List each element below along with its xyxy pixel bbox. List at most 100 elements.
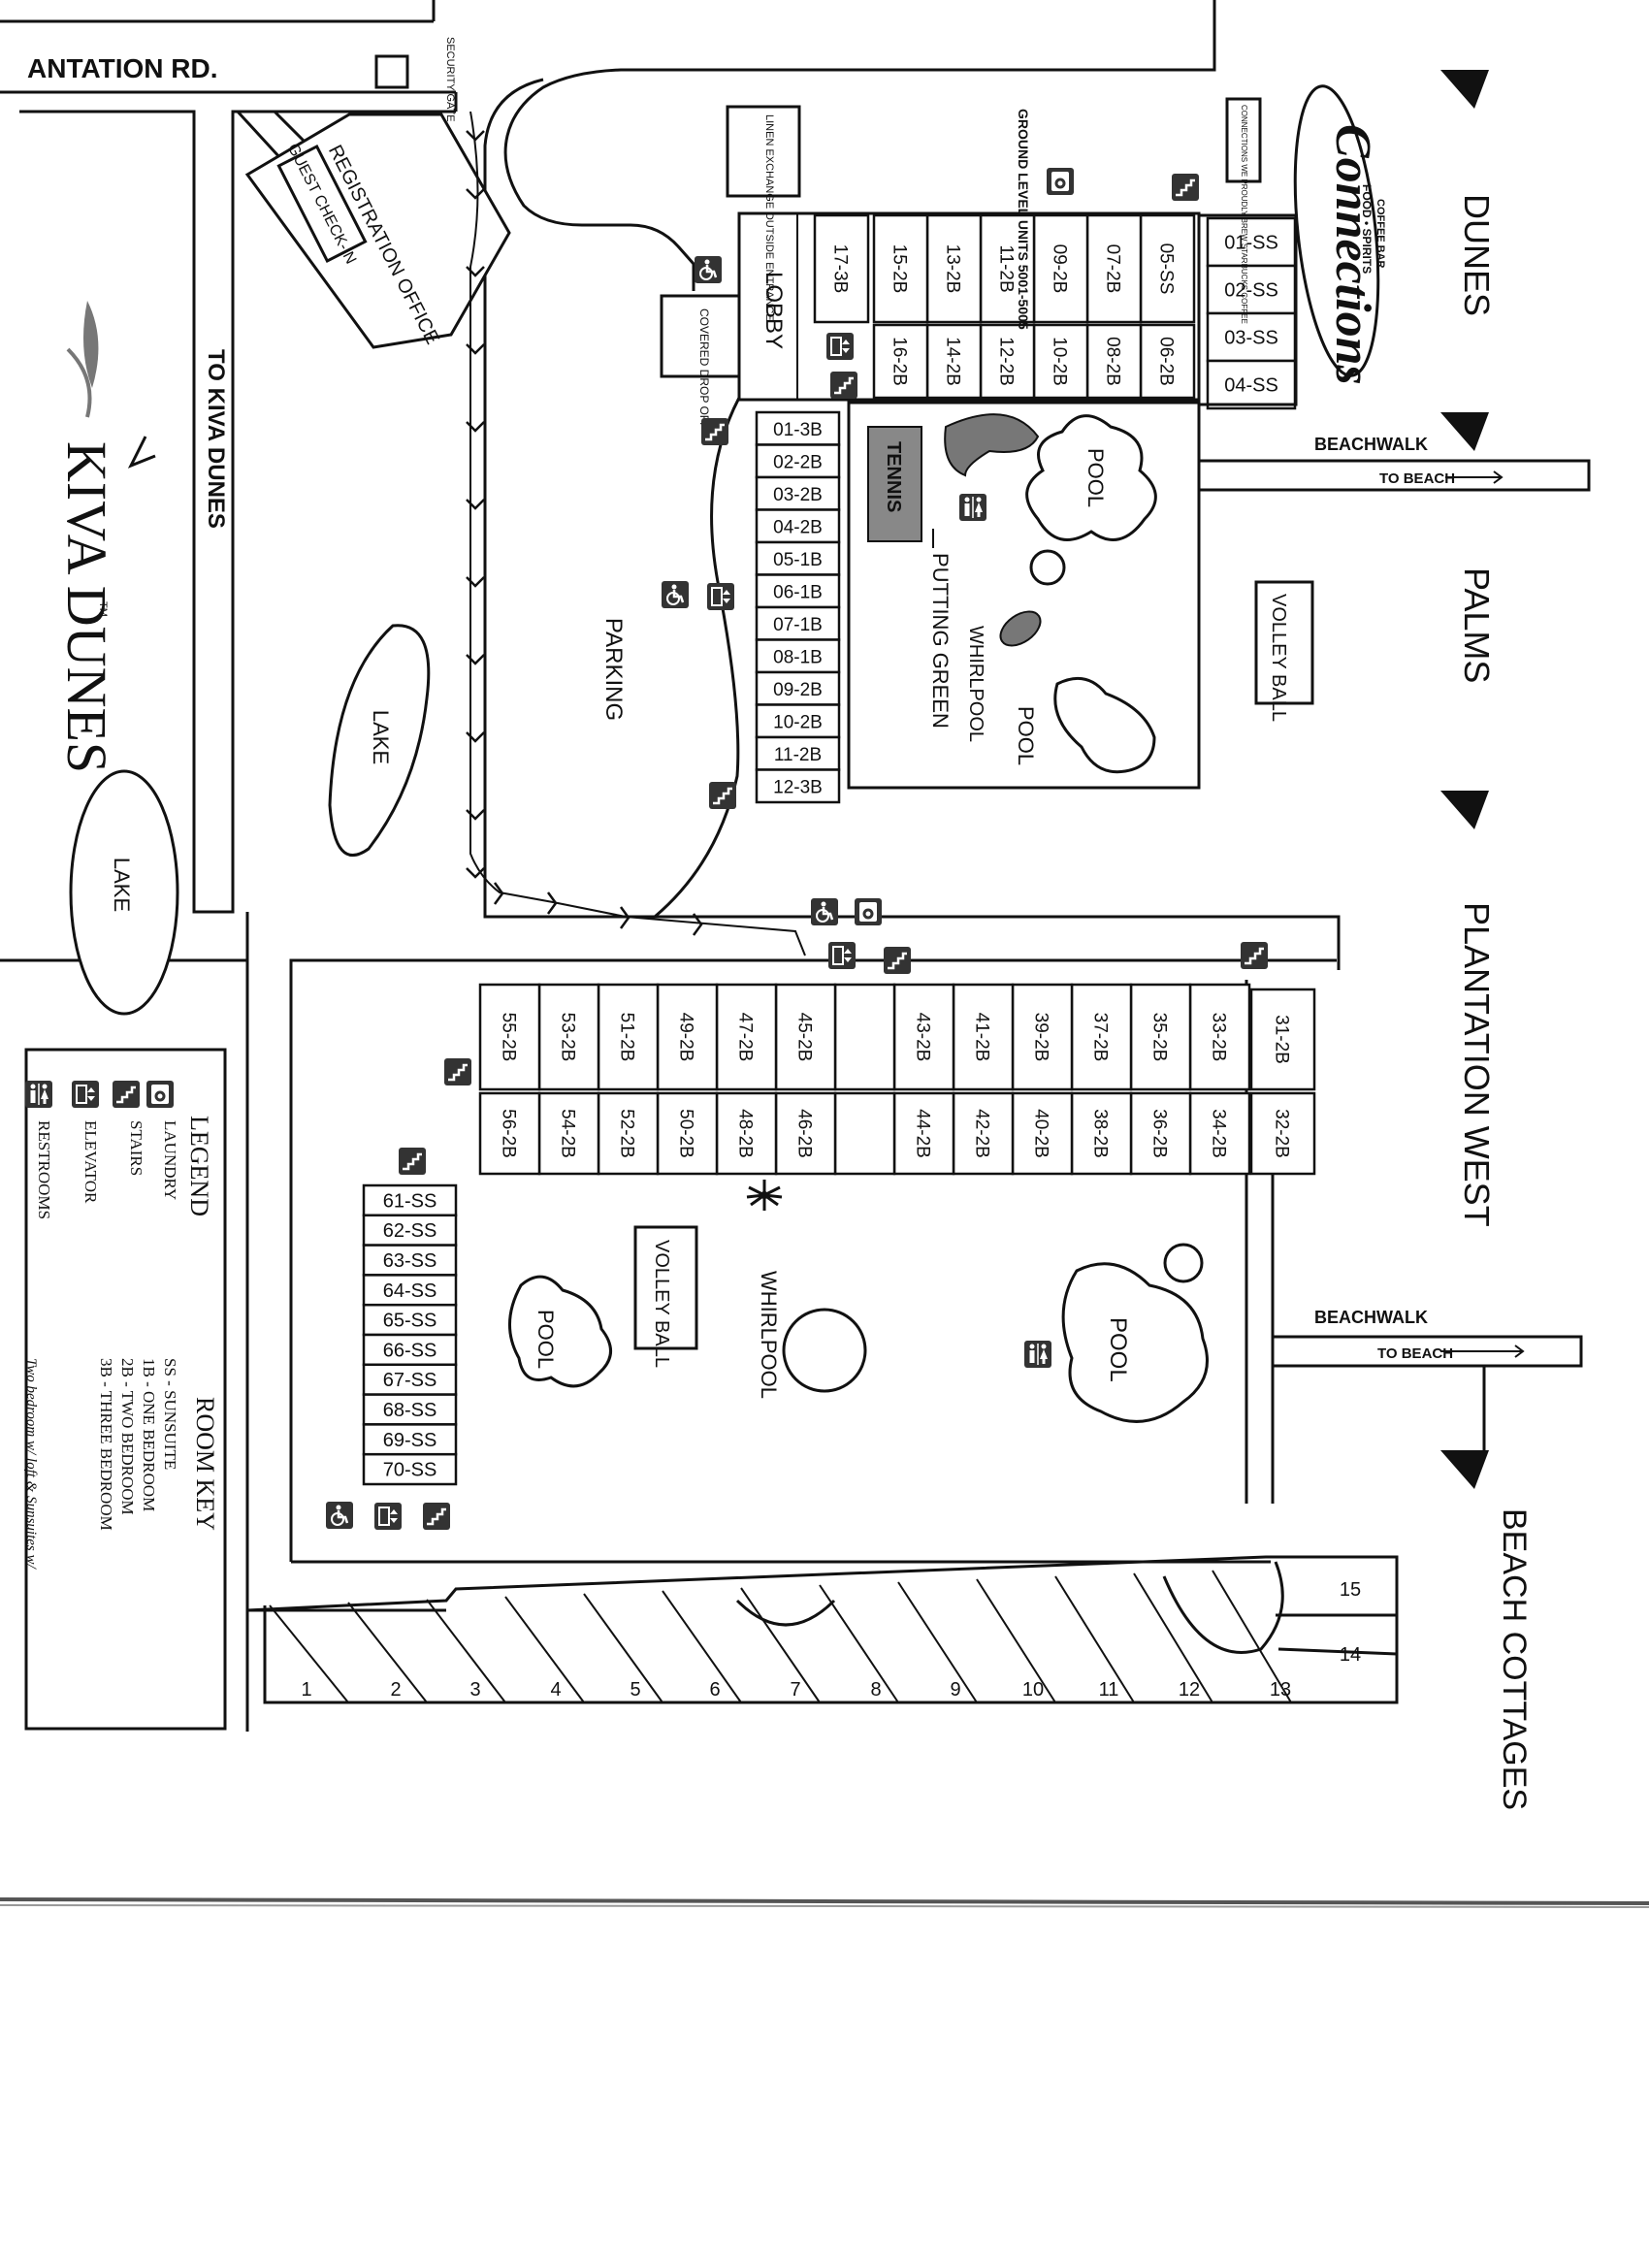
arrow-right-icon [1440, 1345, 1525, 1358]
unit-cell: 15-2B [872, 213, 929, 324]
cottage-number: 8 [870, 1679, 881, 1701]
unit-cell: 53-2B [537, 983, 600, 1091]
unit-cell: 44-2B [892, 1091, 955, 1176]
drive-inner [654, 397, 741, 919]
unit-cell: 66-SS [362, 1333, 458, 1367]
whirlpool-label: WHIRLPOOL [965, 626, 986, 742]
stairs-icon [397, 1146, 428, 1177]
unit-cell: 05-SS [1139, 213, 1196, 324]
cottage-number: 15 [1340, 1579, 1361, 1601]
unit-cell: 04-2B [755, 508, 841, 544]
unit-label: 06-2B [1156, 337, 1177, 386]
unit-cell: 01-SS [1206, 216, 1297, 268]
unit-cell: 05-1B [755, 540, 841, 576]
unit-label: 42-2B [972, 1109, 992, 1158]
linen-exchange-sign: LINEN EXCHANGE OUTSIDE ENTRANCE [726, 105, 801, 321]
plantation-west: 33-2B35-2B37-2B39-2B41-2B43-2B45-2B47-2B… [289, 958, 1337, 1564]
road-diagonal [273, 110, 310, 147]
unit-cell [833, 983, 896, 1091]
plantation-sunsuites: 61-SS62-SS63-SS64-SS65-SS66-SS67-SS68-SS… [362, 1183, 458, 1486]
lake-label: LAKE [110, 858, 134, 912]
unit-cell: 69-SS [362, 1423, 458, 1456]
unit-label: 13-2B [943, 244, 963, 294]
unit-cell: 11-2B [755, 735, 841, 771]
connections-note-box [1225, 97, 1262, 183]
unit-cell: 36-2B [1129, 1091, 1192, 1176]
unit-label: 32-2B [1272, 1109, 1292, 1158]
tennis-court [867, 426, 922, 542]
plantation-road: ANTATION RD. [0, 53, 458, 914]
brand-tm: TM [97, 601, 109, 617]
unit-cell: 33-2B [1188, 983, 1251, 1091]
cottage-number: 6 [709, 1679, 720, 1701]
unit-label: 01-SS [1224, 233, 1278, 254]
connections-tag-top: COFFEE BAR [1374, 199, 1386, 269]
unit-cell: 50-2B [656, 1091, 719, 1176]
unit-cell: 06-1B [755, 573, 841, 609]
unit-label: 10-2B [773, 712, 823, 732]
laundry-icon [1047, 168, 1074, 195]
stairs-icon [699, 416, 730, 447]
unit-label: 56-2B [499, 1109, 519, 1158]
unit-label: 62-SS [383, 1220, 437, 1242]
unit-label: 07-2B [1103, 244, 1123, 294]
unit-label: 67-SS [383, 1370, 437, 1391]
plantation-end-units: 31-2B 32-2B [1249, 988, 1316, 1176]
stairs-icon [442, 1056, 473, 1087]
legend-title: LEGEND [185, 1116, 213, 1216]
drive-outer [483, 78, 1341, 970]
unit-label: 46-2B [794, 1109, 815, 1158]
covered-drop-off [660, 294, 741, 378]
unit-cell: 02-2B [755, 443, 841, 479]
stairs-icon [882, 945, 913, 976]
lobby [738, 212, 798, 401]
unit-cell: 65-SS [362, 1303, 458, 1337]
unit-label: 55-2B [499, 1013, 519, 1062]
legend-item: ELEVATOR [81, 1120, 100, 1204]
cottage-number: 13 [1270, 1679, 1291, 1701]
kiva-dunes-logo: KIVA DUNES TM [55, 301, 156, 773]
palm-tree-icon [746, 1180, 783, 1211]
unit-cell: 06-2B [1139, 323, 1196, 400]
unit-label: 11-2B [996, 244, 1017, 292]
unit-cell [833, 1091, 896, 1176]
unit-label: 08-1B [773, 647, 823, 667]
unit-cell: 37-2B [1070, 983, 1133, 1091]
unit-cell: 45-2B [774, 983, 837, 1091]
unit-label: 31-2B [1272, 1015, 1292, 1064]
unit-cell: 11-2B [979, 213, 1036, 324]
unit-label: 40-2B [1031, 1109, 1051, 1158]
putting-green [944, 413, 1040, 477]
tennis-label: TENNIS [883, 441, 904, 512]
stairs-icon [421, 1501, 452, 1532]
unit-cell: 07-1B [755, 605, 841, 641]
elevator-icon [374, 1503, 402, 1530]
parking-label: PARKING [600, 618, 627, 721]
pool-label: POOL [1014, 706, 1038, 765]
cottage-number: 11 [1099, 1679, 1119, 1701]
pool-small [1029, 549, 1066, 586]
unit-cell: 63-SS [362, 1244, 458, 1277]
unit-label: 54-2B [558, 1109, 578, 1158]
to-kiva-dunes-label: TO KIVA DUNES [203, 349, 229, 529]
unit-cell: 61-SS [362, 1183, 458, 1217]
volleyball-label: VOLLEY BALL [1268, 594, 1289, 722]
cottage-number: 10 [1022, 1679, 1044, 1701]
palms-building: 01-3B02-2B03-2B04-2B05-1B06-1B07-1B08-1B… [755, 410, 841, 804]
unit-cell: 09-2B [755, 670, 841, 706]
pool [1025, 414, 1157, 541]
unit-label: 53-2B [558, 1013, 578, 1062]
covered-drop-off-label: COVERED DROP OFF [697, 308, 711, 429]
unit-label: 52-2B [617, 1109, 637, 1158]
unit-cell: 01-3B [755, 410, 841, 446]
unit-label: 16-2B [889, 337, 910, 386]
unit-label: 04-2B [773, 517, 823, 537]
unit-label: 50-2B [676, 1109, 696, 1158]
unit-label: 47-2B [735, 1013, 756, 1062]
unit-label: 05-SS [1156, 243, 1177, 295]
security-gate-label: SECURITY GATE [444, 37, 456, 122]
connections-name: Connections [1325, 124, 1380, 385]
unit-label: 33-2B [1209, 1013, 1229, 1062]
unit-cell: 42-2B [952, 1091, 1015, 1176]
